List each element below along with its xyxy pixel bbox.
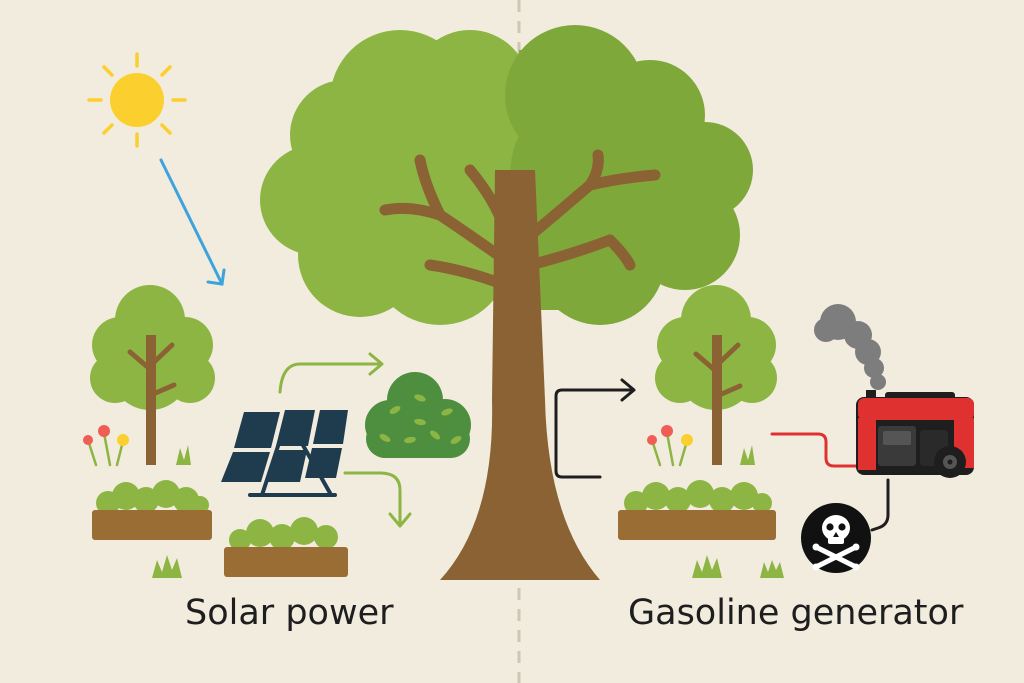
caption-solar-power: Solar power [185, 593, 394, 633]
caption-gasoline-generator: Gasoline generator [628, 593, 964, 633]
left-small-tree [90, 285, 215, 465]
tree-branches [379, 149, 661, 291]
right-small-tree [655, 285, 777, 465]
skull-and-crossbones-icon [801, 503, 871, 573]
flow-arrow [554, 378, 636, 479]
flower [83, 425, 129, 467]
solar-panel [221, 410, 348, 497]
sun-icon [87, 52, 187, 148]
bush [365, 372, 471, 458]
flow-arrow [343, 471, 412, 528]
grass [152, 445, 191, 578]
garden-bed [92, 480, 212, 540]
grass [692, 445, 784, 578]
power-cord [770, 432, 890, 532]
tree-trunk [440, 170, 600, 580]
garden-bed [618, 480, 776, 540]
central-tree [260, 25, 753, 580]
sunlight-arrow [159, 158, 226, 286]
gasoline-generator [856, 390, 974, 478]
flower [647, 425, 693, 467]
garden-bed [224, 517, 348, 577]
flow-arrow [278, 352, 384, 394]
smoke [814, 304, 886, 390]
